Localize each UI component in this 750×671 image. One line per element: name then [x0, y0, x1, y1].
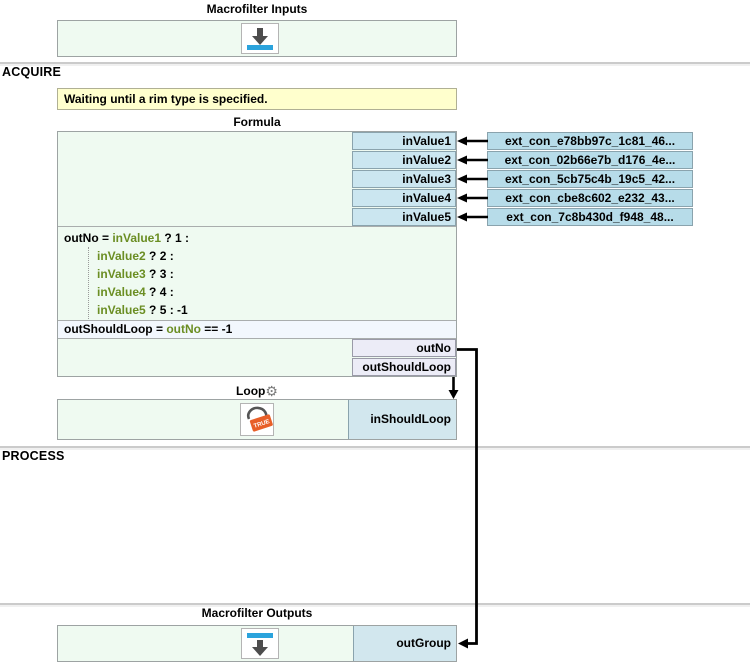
- formula-text: outShouldLoop =: [64, 322, 167, 336]
- formula-text: outNo =: [64, 231, 113, 245]
- arrow-down-stem: [257, 640, 263, 648]
- true-tag: TRUE: [249, 414, 273, 432]
- comment-text: Waiting until a rim type is specified.: [64, 92, 268, 106]
- formula-input-port[interactable]: inValue1: [352, 132, 456, 150]
- formula-text: ? 4 :: [145, 285, 174, 299]
- arrow-down-head: [252, 36, 268, 45]
- loop-arrow-true-tag-icon: TRUE: [247, 406, 273, 432]
- formula-text: == -1: [200, 322, 233, 336]
- section-divider-acquire: [0, 62, 750, 64]
- formula-line: inValue5 ? 5 : -1: [97, 301, 456, 319]
- true-tag-rect: [249, 414, 273, 432]
- arrow-down-head: [252, 647, 268, 656]
- formula-variable: inValue5: [97, 303, 146, 317]
- formula-line: inValue3 ? 3 :: [97, 265, 456, 283]
- formula-indent-group: inValue2 ? 2 : inValue3 ? 3 : inValue4 ?…: [88, 247, 456, 319]
- macrofilter-inputs-block[interactable]: [57, 20, 457, 57]
- formula-line: inValue2 ? 2 :: [97, 247, 456, 265]
- formula-input-port[interactable]: inValue3: [352, 170, 456, 188]
- arrowhead-left-icon: [457, 174, 467, 184]
- connection-extcon2-invalue2[interactable]: [457, 155, 488, 165]
- formula-input-port[interactable]: inValue5: [352, 208, 456, 226]
- loop-input-port[interactable]: inShouldLoop: [348, 400, 456, 439]
- external-connection[interactable]: ext_con_5cb75c4b_19c5_42...: [487, 170, 693, 188]
- connection-extcon5-invalue5[interactable]: [457, 212, 488, 222]
- section-label-acquire: ACQUIRE: [2, 65, 62, 79]
- formula-output-port[interactable]: outShouldLoop: [352, 358, 456, 376]
- formula-text: ? 5 : -1: [145, 303, 188, 317]
- formula-input-port[interactable]: inValue4: [352, 189, 456, 207]
- arrowhead-left-icon: [457, 212, 467, 222]
- connection-extcon1-invalue1[interactable]: [457, 136, 488, 146]
- macrofilter-outputs-title: Macrofilter Outputs: [201, 606, 313, 620]
- formula-variable: inValue4: [97, 285, 146, 299]
- formula-expression[interactable]: outNo = inValue1 ? 1 : inValue2 ? 2 : in…: [58, 227, 456, 322]
- macrofilter-inputs-title: Macrofilter Inputs: [206, 2, 308, 16]
- gear-icon[interactable]: ⚙: [265, 383, 278, 399]
- connection-extcon4-invalue4[interactable]: [457, 193, 488, 203]
- formula-text: ? 2 :: [145, 249, 174, 263]
- loop-block[interactable]: TRUE inShouldLoop: [57, 399, 457, 440]
- arrowhead-left-icon: [458, 638, 468, 649]
- loop-icon[interactable]: TRUE: [240, 403, 274, 436]
- formula-input-port[interactable]: inValue2: [352, 151, 456, 169]
- external-connection[interactable]: ext_con_e78bb97c_1c81_46...: [487, 132, 693, 150]
- formula-variable: inValue1: [112, 231, 162, 245]
- external-connection[interactable]: ext_con_7c8b430d_f948_48...: [487, 208, 693, 226]
- arrow-down-stem: [257, 28, 263, 37]
- arrowhead-left-icon: [457, 155, 467, 165]
- true-tag-label: TRUE: [253, 419, 270, 430]
- formula-variable: inValue2: [97, 249, 146, 263]
- blue-bar: [247, 45, 273, 50]
- arrowhead-left-icon: [457, 136, 467, 146]
- formula-line: outNo = inValue1 ? 1 :: [64, 229, 456, 247]
- formula-block[interactable]: inValue1 inValue2 inValue3 inValue4 inVa…: [57, 131, 457, 377]
- formula-title: Formula: [233, 115, 281, 129]
- section-label-process: PROCESS: [2, 449, 65, 463]
- loop-title: Loop⚙: [57, 383, 457, 400]
- blue-bar: [247, 633, 273, 638]
- connection-extcon3-invalue3[interactable]: [457, 174, 488, 184]
- macrofilter-inputs-icon[interactable]: [241, 23, 279, 54]
- formula-shouldloop-expression[interactable]: outShouldLoop = outNo == -1: [58, 320, 456, 339]
- formula-text: ? 3 :: [145, 267, 174, 281]
- arrowhead-left-icon: [457, 193, 467, 203]
- formula-text: ? 1 :: [161, 231, 190, 245]
- external-connection[interactable]: ext_con_02b66e7b_d176_4e...: [487, 151, 693, 169]
- output-port[interactable]: outGroup: [353, 626, 456, 661]
- formula-line: inValue4 ? 4 :: [97, 283, 456, 301]
- comment-box[interactable]: Waiting until a rim type is specified.: [57, 88, 457, 110]
- external-connection[interactable]: ext_con_cbe8c602_e232_43...: [487, 189, 693, 207]
- loop-title-text: Loop: [236, 384, 266, 398]
- macrofilter-outputs-block[interactable]: outGroup: [57, 625, 457, 662]
- formula-output-port[interactable]: outNo: [352, 339, 456, 357]
- formula-separator: [58, 226, 456, 227]
- section-divider-outputs: [0, 603, 750, 605]
- section-divider-process: [0, 446, 750, 448]
- formula-variable: inValue3: [97, 267, 146, 281]
- macrofilter-outputs-icon[interactable]: [241, 628, 279, 659]
- formula-variable: outNo: [166, 322, 201, 336]
